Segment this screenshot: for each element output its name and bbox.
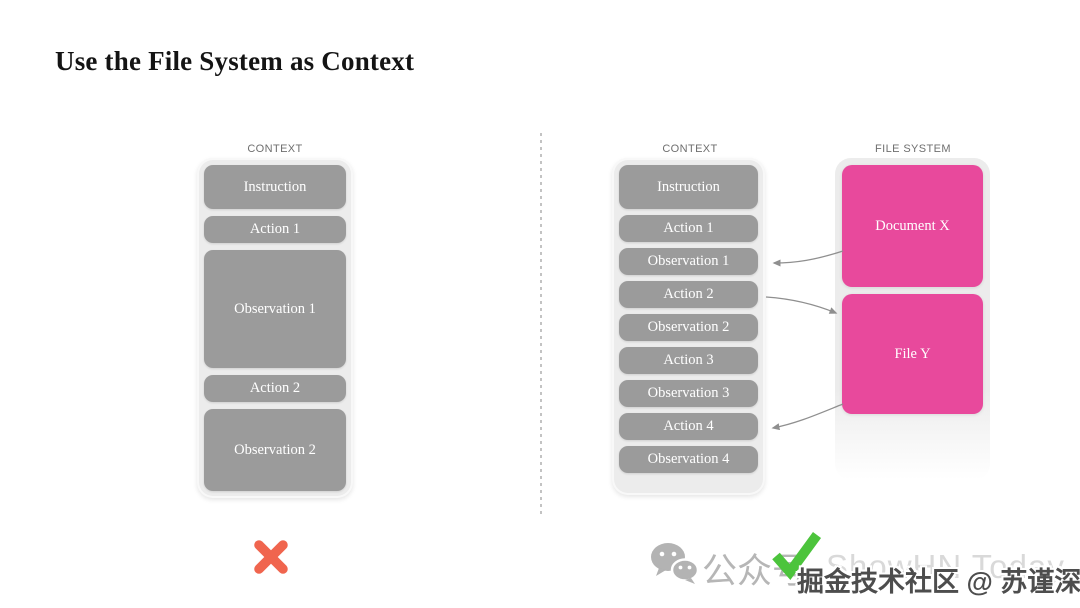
right-box-observation-4: Observation 4 [619,446,758,473]
right-box-observation-1: Observation 1 [619,248,758,275]
page-title: Use the File System as Context [55,46,415,76]
right-box-observation-3: Observation 3 [619,380,758,407]
right-box-action-4: Action 4 [619,413,758,440]
cross-icon [254,540,288,574]
divider-dashed-line [540,133,542,517]
left-box-instruction: Instruction [204,165,346,209]
left-context-label: CONTEXT [247,143,303,155]
wechat-icon [651,543,699,584]
right-box-action-3: Action 3 [619,347,758,374]
file-system-container: Document X File Y [835,158,990,480]
arrow-documentx-to-observation1 [772,250,844,267]
right-box-action-2: Action 2 [619,281,758,308]
right-box-instruction: Instruction [619,165,758,209]
left-box-observation-1: Observation 1 [204,250,346,368]
right-box-observation-2: Observation 2 [619,314,758,341]
arrow-filey-to-action4 [771,403,844,431]
left-box-action-1: Action 1 [204,216,346,243]
left-box-observation-2: Observation 2 [204,409,346,491]
check-icon [772,532,822,580]
file-system-label: FILE SYSTEM [875,143,951,155]
file-box-file-y: File Y [842,294,983,414]
credit-watermark: 掘金技术社区 @ 苏谨深 [797,567,1080,597]
right-context-label: CONTEXT [662,143,718,155]
arrow-action2-to-filey [765,296,838,314]
brand-watermark: ShowHN Today [826,548,1065,585]
file-box-document-x: Document X [842,165,983,287]
left-box-action-2: Action 2 [204,375,346,402]
left-context-container: Instruction Action 1 Observation 1 Actio… [197,158,353,498]
right-context-container: Instruction Action 1 Observation 1 Actio… [612,158,765,495]
right-box-action-1: Action 1 [619,215,758,242]
